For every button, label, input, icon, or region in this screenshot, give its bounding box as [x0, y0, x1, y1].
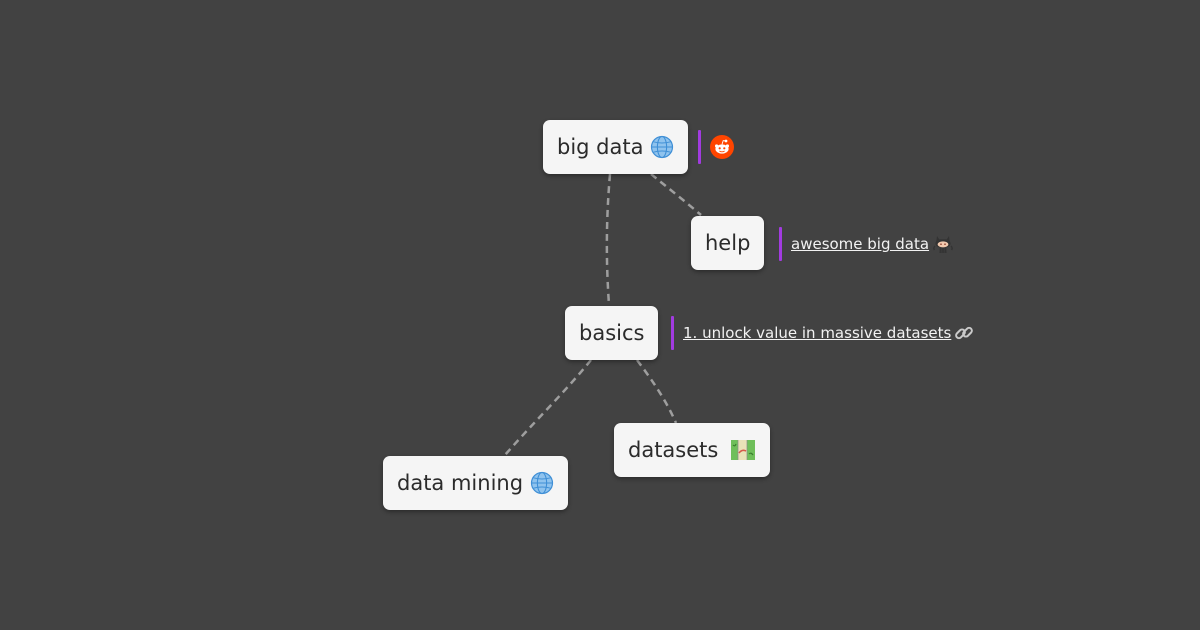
github-octocat-icon: [931, 232, 955, 256]
node-basics-label: basics: [579, 321, 645, 345]
node-big-data-label: big data: [557, 135, 644, 159]
note-accent-bar: [779, 227, 782, 261]
awesome-big-data-link-text: awesome big data: [791, 235, 930, 253]
node-data-mining[interactable]: data mining: [383, 456, 569, 510]
node-basics[interactable]: basics: [565, 306, 659, 360]
globe-icon: [530, 471, 554, 495]
edge-basics-to-datasets: [635, 359, 678, 424]
edge-big-data-to-basics: [605, 173, 612, 306]
note-big-data: [698, 130, 734, 164]
link-icon: [953, 322, 975, 344]
node-big-data[interactable]: big data: [543, 120, 689, 174]
unlock-value-link[interactable]: 1. unlock value in massive datasets: [683, 322, 975, 344]
edge-big-data-to-help: [650, 173, 702, 216]
note-accent-bar: [698, 130, 701, 164]
edge-basics-to-data-mining: [504, 359, 592, 456]
reddit-icon[interactable]: [710, 135, 734, 159]
node-datasets-label: datasets: [628, 438, 719, 462]
map-icon: [730, 439, 756, 461]
note-accent-bar: [671, 316, 674, 350]
note-basics: 1. unlock value in massive datasets: [671, 316, 975, 350]
node-datasets[interactable]: datasets: [614, 423, 771, 477]
note-help: awesome big data: [779, 227, 955, 261]
awesome-big-data-link[interactable]: awesome big data: [791, 232, 955, 256]
node-data-mining-label: data mining: [397, 471, 524, 495]
node-help-label: help: [705, 231, 751, 255]
globe-icon: [650, 135, 674, 159]
node-help[interactable]: help: [691, 216, 765, 270]
unlock-value-link-text: 1. unlock value in massive datasets: [683, 324, 952, 342]
